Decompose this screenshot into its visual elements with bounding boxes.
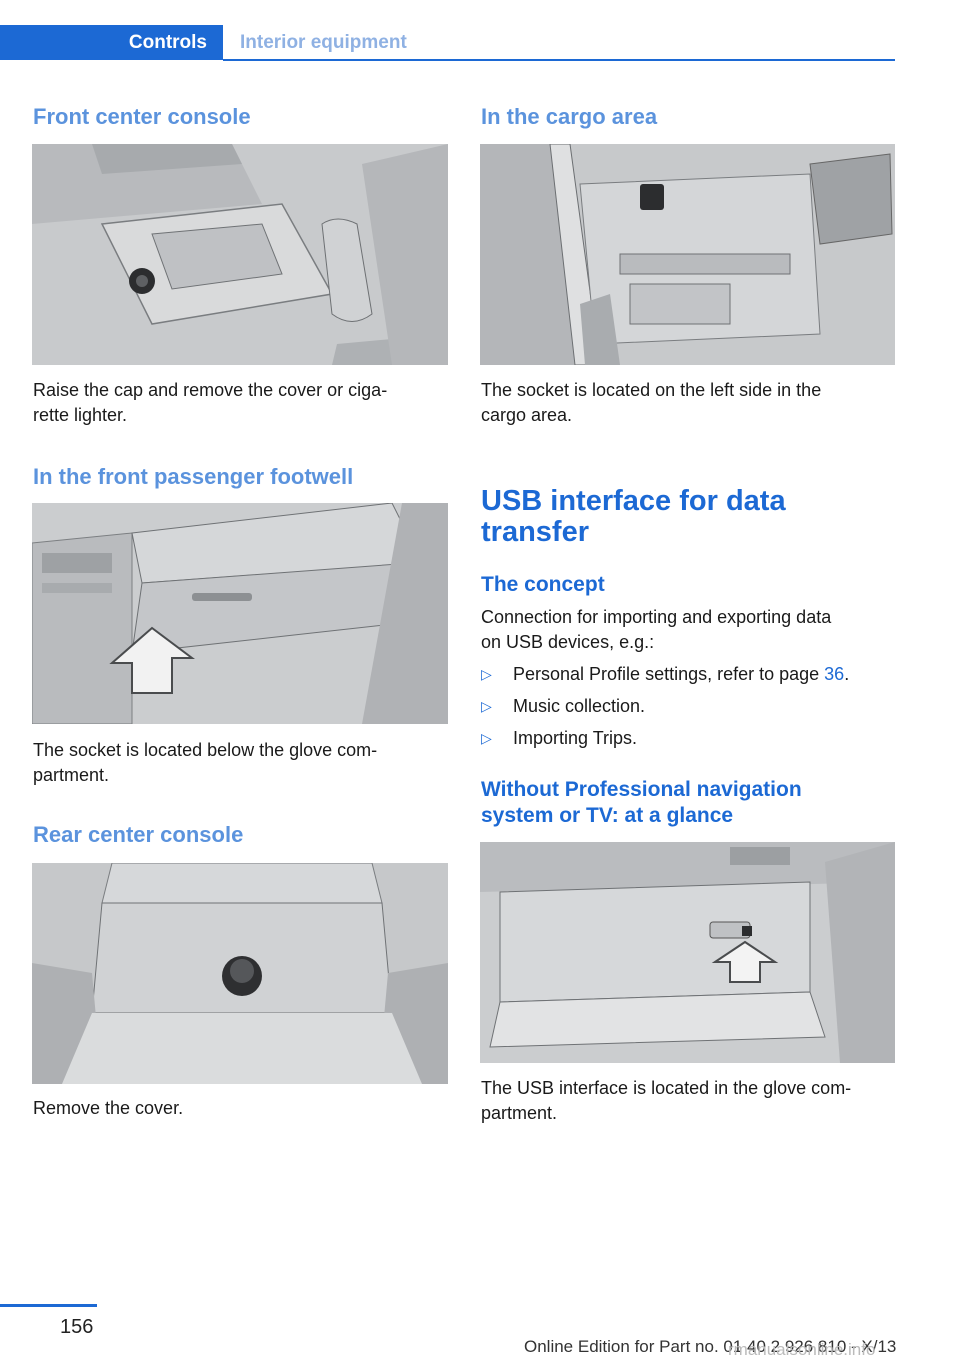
triangle-right-outline-icon: ▷ [481, 698, 492, 714]
concept-text: Connection for importing and exporting d… [481, 607, 832, 652]
triangle-right-outline-icon: ▷ [481, 730, 492, 746]
list-item-text: Personal Profile settings, refer to page [513, 664, 825, 684]
watermark: rmanualsonline.info [728, 1340, 876, 1359]
page-link[interactable]: 36 [824, 664, 845, 684]
illustration-rear-console [32, 863, 448, 1084]
heading-cargo-area: In the cargo area [481, 104, 658, 129]
triangle-right-outline-icon: ▷ [481, 666, 492, 682]
illustration-front-console [32, 144, 448, 365]
usb-feature-list: ▷ Personal Profile settings, refer to pa… [481, 662, 901, 758]
list-item-tail: . [844, 664, 850, 684]
list-item: ▷ Personal Profile settings, refer to pa… [481, 662, 901, 687]
tab-underline [223, 59, 895, 61]
caption-glove-compartment: The USB interface is located in the glov… [481, 1078, 852, 1123]
list-item: ▷ Importing Trips. [481, 726, 901, 751]
caption-footwell: The socket is located below the glove co… [33, 740, 378, 785]
illustration-footwell [32, 503, 448, 724]
heading-the-concept: The concept [481, 573, 605, 596]
caption-front-console: Raise the cap and remove the cover or ci… [33, 380, 388, 425]
heading-rear-center-console: Rear center console [33, 822, 244, 847]
heading-front-passenger-footwell: In the front passenger footwell [33, 464, 354, 489]
header-tabs: Controls Interior equipment [0, 25, 895, 62]
heading-front-center-console: Front center console [33, 104, 251, 129]
page-number: 156 [60, 1316, 94, 1338]
caption-rear-console: Remove the cover. [33, 1098, 184, 1118]
list-item: ▷ Music collection. [481, 694, 901, 719]
heading-without-professional-navigation: Without Professional navigation system o… [481, 778, 802, 827]
caption-cargo-area: The socket is located on the left side i… [481, 380, 822, 425]
illustration-cargo-area [480, 144, 895, 365]
list-item-text: Music collection. [513, 696, 646, 716]
heading-usb-interface: USB interface for data transfer [481, 485, 786, 548]
illustration-glove-compartment [480, 842, 895, 1063]
list-item-text: Importing Trips. [513, 728, 638, 748]
tab-controls[interactable]: Controls [0, 25, 223, 60]
footer-rule [0, 1304, 97, 1307]
tab-interior-equipment[interactable]: Interior equipment [240, 31, 407, 53]
edition-note: Online Edition for Part no. 01 40 2 926 … [524, 1337, 897, 1356]
